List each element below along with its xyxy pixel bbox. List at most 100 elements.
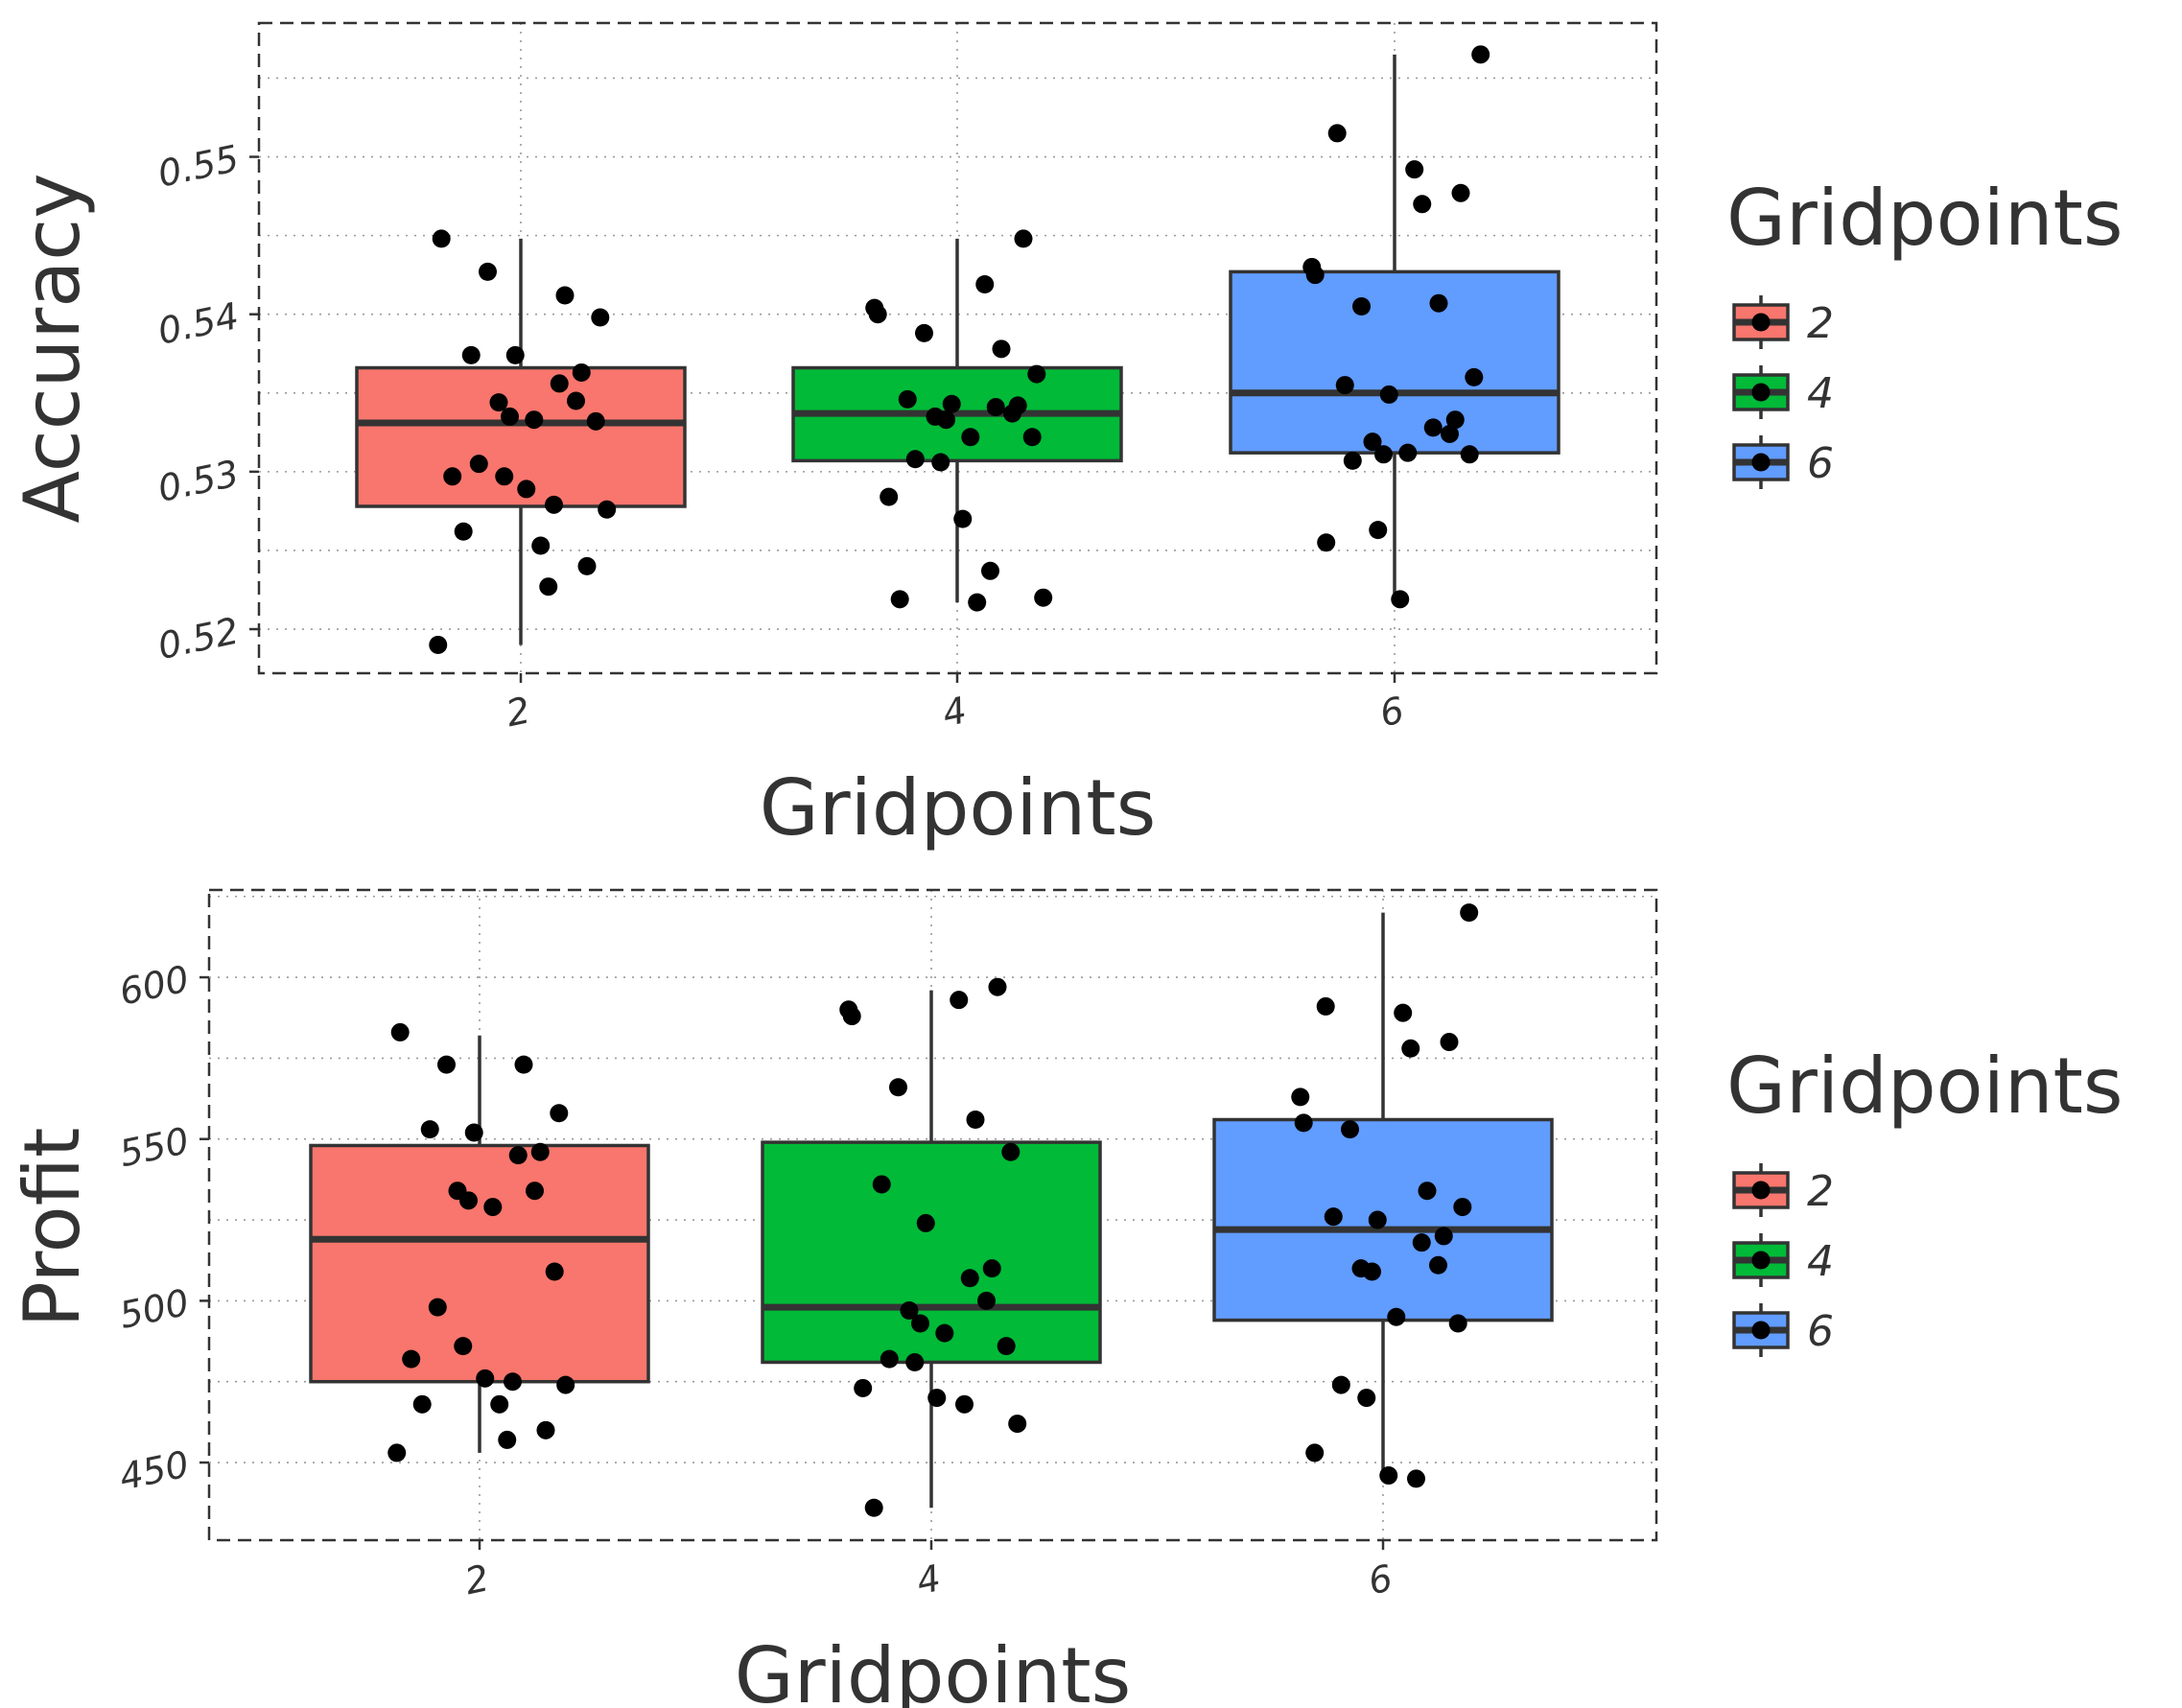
- y-tick-label: 0.52: [154, 609, 243, 667]
- data-point: [950, 991, 969, 1010]
- data-point: [550, 1104, 569, 1123]
- legend-key-2: 2: [1732, 1163, 1834, 1217]
- data-point: [525, 410, 544, 430]
- points-4: [839, 977, 1027, 1517]
- data-point: [531, 536, 551, 555]
- data-point: [508, 1146, 528, 1165]
- data-point: [1379, 385, 1398, 404]
- legend-label: 2: [1807, 299, 1834, 348]
- data-point: [530, 1142, 550, 1161]
- data-point: [868, 305, 887, 324]
- data-point: [598, 500, 617, 519]
- data-point: [953, 509, 973, 528]
- data-point: [880, 1349, 899, 1369]
- data-point: [1294, 1113, 1313, 1133]
- data-point: [1453, 1198, 1472, 1217]
- data-point: [1363, 433, 1382, 452]
- data-point: [1008, 1415, 1027, 1434]
- legend-key-4: 4: [1732, 1233, 1834, 1287]
- y-tick-label: 500: [116, 1281, 193, 1337]
- data-point: [1412, 1233, 1431, 1252]
- data-point: [459, 1191, 478, 1210]
- legend-key-point: [1751, 383, 1771, 402]
- data-point: [872, 1175, 891, 1194]
- data-point: [514, 1055, 533, 1074]
- box-body: [309, 1143, 650, 1384]
- data-point: [1341, 1120, 1359, 1139]
- data-point: [1034, 588, 1053, 607]
- data-point: [942, 394, 961, 413]
- data-point: [880, 487, 899, 506]
- data-point: [479, 262, 497, 281]
- data-point: [539, 577, 558, 597]
- data-point: [1331, 1375, 1350, 1394]
- x-tick-label: 6: [1365, 1556, 1396, 1603]
- x-axis-title: Gridpoints: [760, 763, 1157, 853]
- data-point: [1429, 293, 1448, 313]
- data-point: [526, 1182, 544, 1201]
- data-point: [387, 1443, 407, 1462]
- data-point: [505, 345, 525, 364]
- legend-key-point: [1751, 1181, 1771, 1200]
- data-point: [390, 1022, 410, 1041]
- y-axis-title: Accuracy: [8, 173, 97, 523]
- data-point: [864, 1498, 883, 1517]
- x-tick-label: 6: [1376, 689, 1408, 735]
- data-point: [968, 593, 987, 612]
- data-point: [1405, 160, 1424, 179]
- data-point: [854, 1378, 873, 1397]
- data-point: [1434, 1227, 1453, 1246]
- legend-key-point: [1751, 1321, 1771, 1340]
- data-point: [1429, 1255, 1447, 1275]
- legend-label: 4: [1807, 1237, 1834, 1286]
- data-point: [1440, 1033, 1459, 1052]
- data-point: [997, 1337, 1016, 1356]
- data-point: [572, 363, 591, 382]
- points-2: [429, 229, 617, 654]
- x-axis-title: Gridpoints: [735, 1631, 1132, 1708]
- data-point: [911, 1314, 929, 1333]
- data-point: [1394, 1003, 1413, 1022]
- data-point: [1369, 521, 1388, 540]
- data-point: [586, 411, 605, 431]
- data-point: [432, 229, 451, 248]
- data-point: [960, 1269, 979, 1288]
- data-point: [1014, 229, 1033, 248]
- data-point: [889, 1078, 907, 1097]
- box-body: [1229, 269, 1560, 455]
- y-tick-label: 600: [116, 958, 193, 1014]
- data-point: [1448, 1314, 1467, 1333]
- legend-key-2: 2: [1732, 295, 1834, 349]
- data-point: [931, 453, 950, 472]
- legend-title: Gridpoints: [1726, 1041, 2123, 1131]
- data-point: [1316, 996, 1335, 1016]
- box-6: [1212, 912, 1554, 1479]
- data-point: [1003, 404, 1021, 423]
- data-point: [501, 407, 519, 426]
- data-point: [495, 467, 514, 486]
- data-point: [982, 1259, 1001, 1278]
- data-point: [915, 323, 933, 342]
- legend-key-point: [1751, 313, 1771, 332]
- data-point: [483, 1198, 503, 1217]
- data-point: [1413, 195, 1432, 214]
- data-point: [1357, 1389, 1376, 1408]
- legend-title: Gridpoints: [1726, 174, 2123, 263]
- x-tick-label: 2: [461, 1556, 493, 1603]
- data-point: [1401, 1039, 1420, 1058]
- data-point: [545, 495, 563, 514]
- y-tick-label: 0.55: [154, 137, 243, 196]
- data-point: [591, 308, 610, 327]
- data-point: [490, 1394, 509, 1414]
- data-point: [567, 391, 585, 410]
- data-point: [1460, 903, 1479, 923]
- data-point: [1001, 1142, 1021, 1161]
- data-point: [428, 1298, 447, 1317]
- legend-key-6: 6: [1732, 435, 1834, 489]
- data-point: [1445, 410, 1465, 430]
- data-point: [916, 1213, 935, 1232]
- data-point: [905, 450, 925, 469]
- data-point: [898, 389, 917, 409]
- data-point: [489, 393, 508, 412]
